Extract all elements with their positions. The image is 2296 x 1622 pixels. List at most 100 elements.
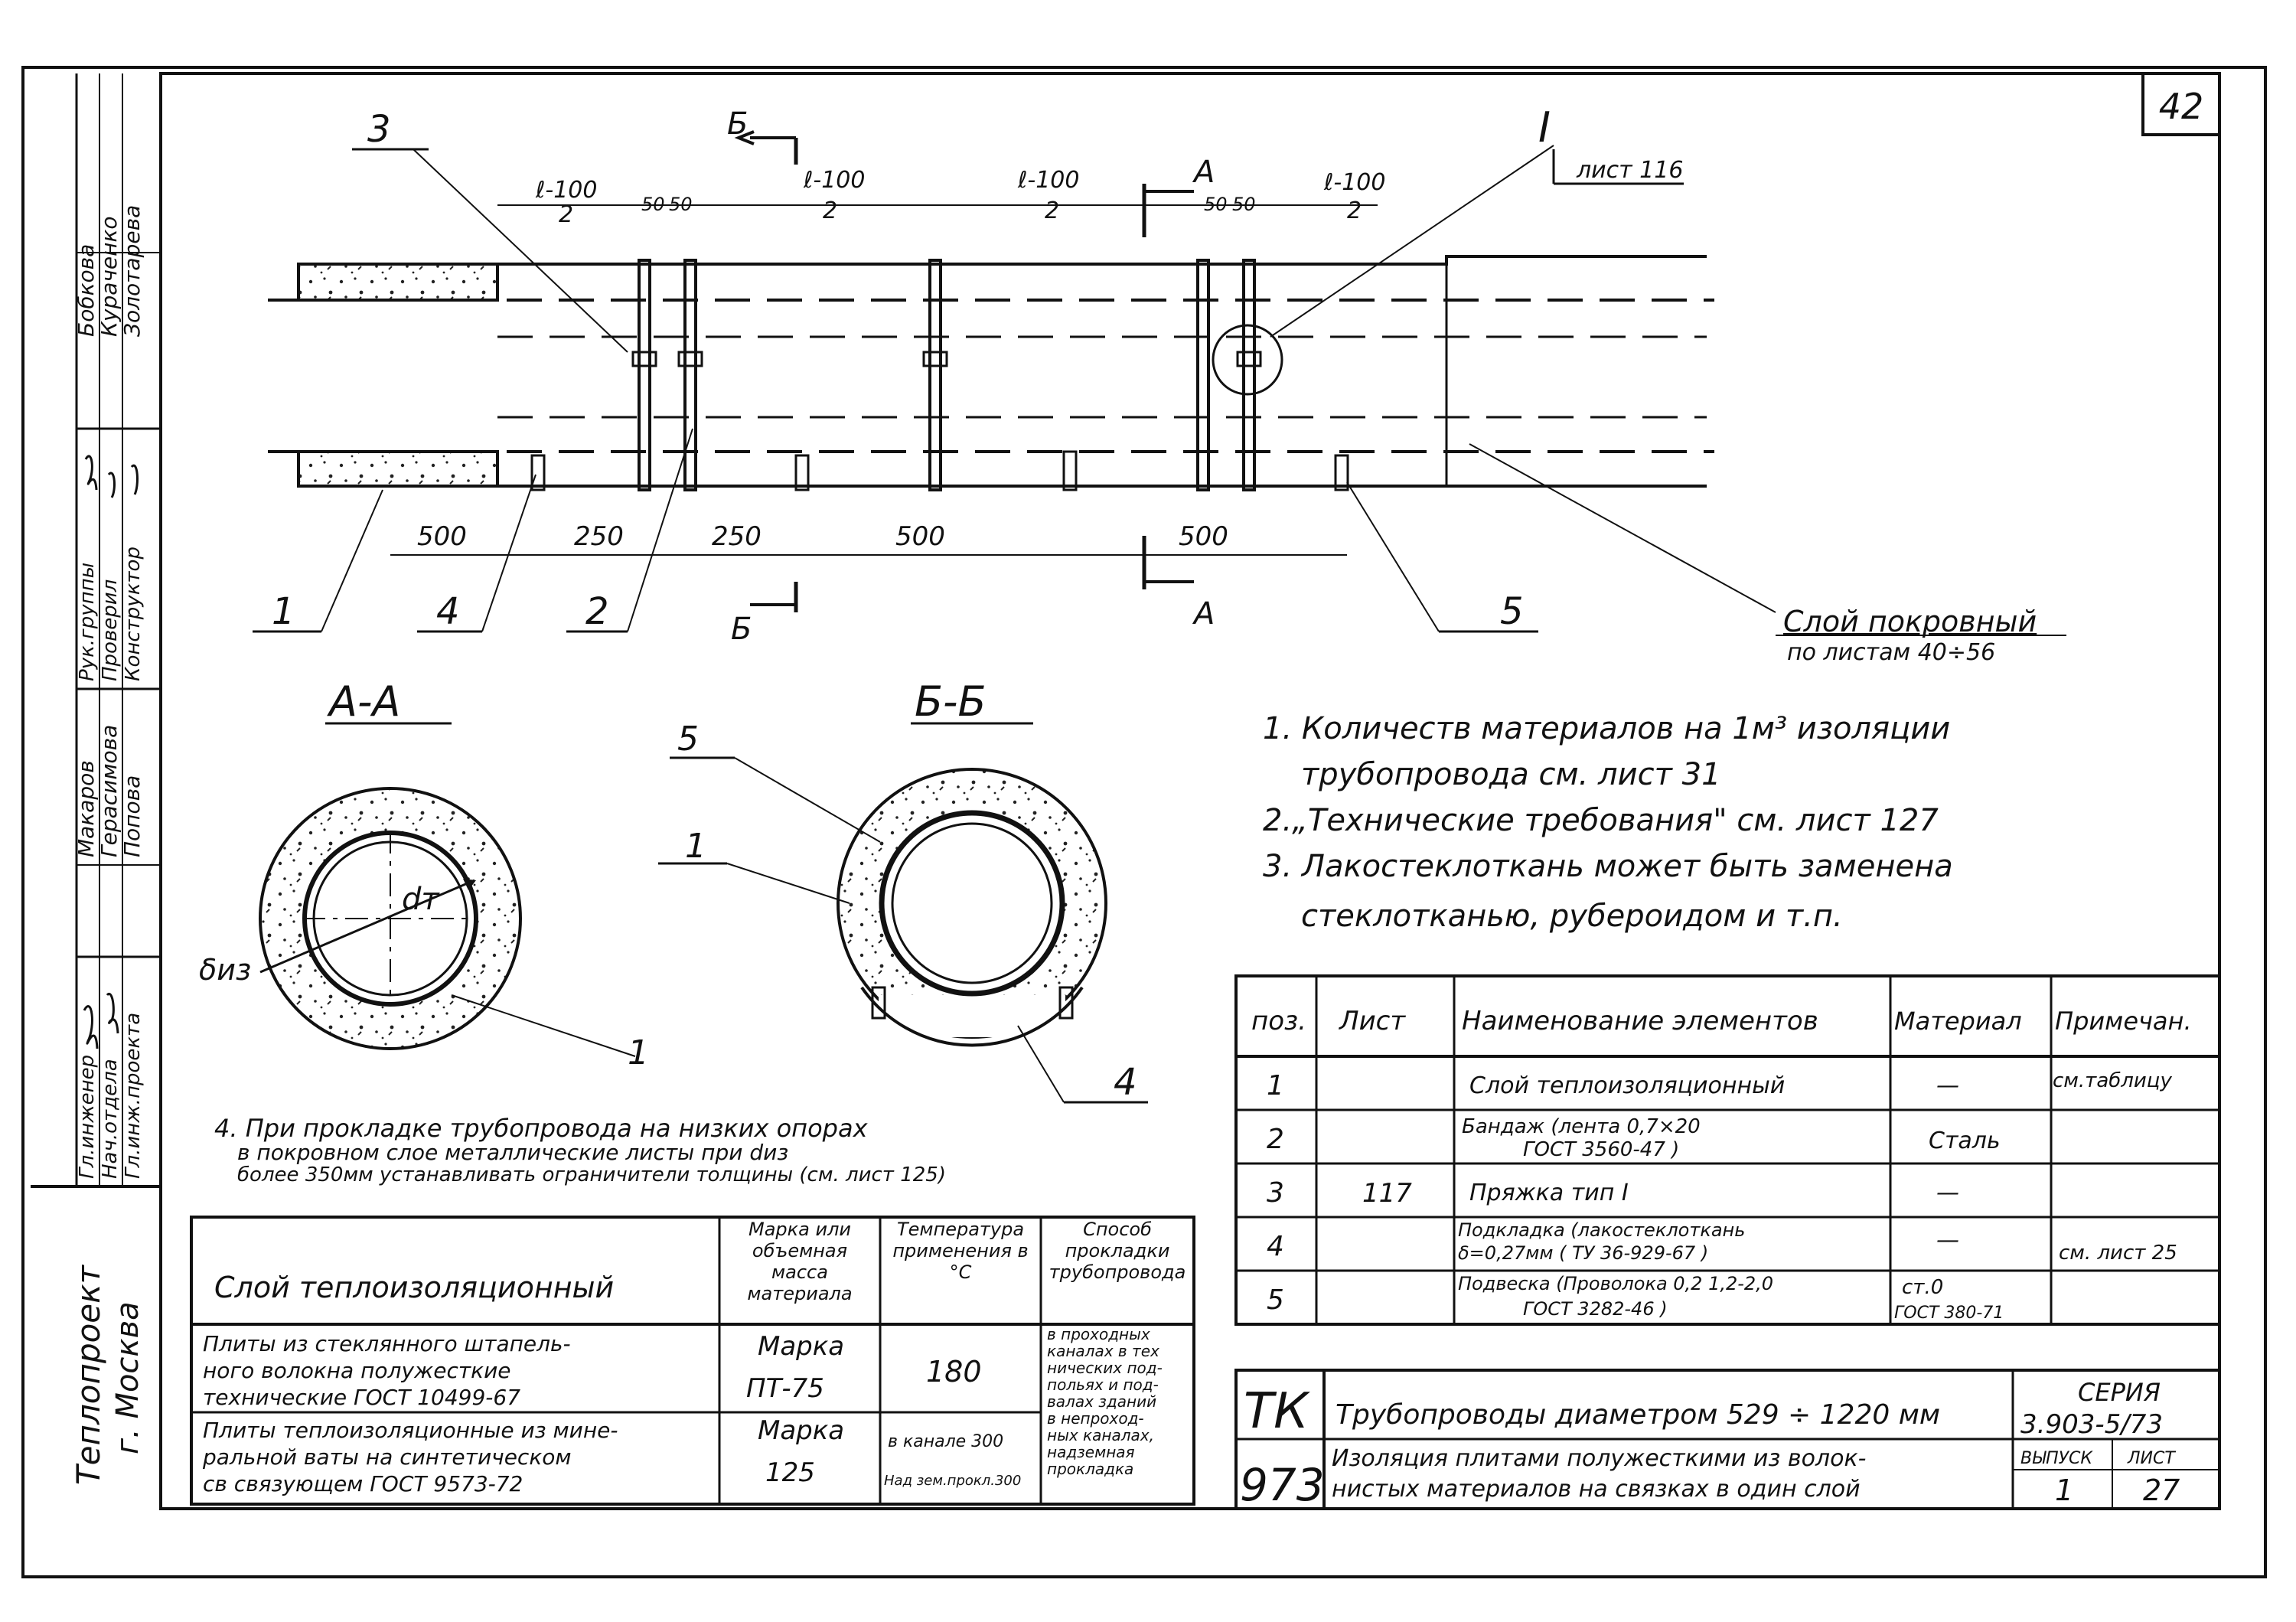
sig-role-4: Рук.группы — [76, 563, 99, 681]
spec-mat2: ГОСТ 380-71 — [1894, 1304, 2004, 1323]
spec-header: Примечан. — [2055, 1007, 2192, 1036]
callout-5: 5 — [1500, 590, 1524, 633]
method-line: польях и под- — [1047, 1376, 1159, 1394]
spec-pos: 2 — [1267, 1124, 1284, 1155]
layer-mark: ПТ-75 — [746, 1373, 824, 1404]
spec-name: Пряжка тип I — [1469, 1180, 1629, 1206]
sig-name-6: Золотарева — [119, 205, 145, 337]
method-line: каналах в тех — [1047, 1342, 1159, 1360]
detail-mark-label: I — [1538, 103, 1551, 152]
sig-role-3: Гл.инж.проекта — [122, 1013, 145, 1179]
spec-name2: ГОСТ 3282-46 ) — [1523, 1298, 1668, 1320]
note-1b: трубопровода см. лист 31 — [1301, 757, 1721, 792]
signature-scribble — [107, 472, 116, 498]
cut-a-bottom: А — [1192, 596, 1215, 632]
spec-header: Наименование элементов — [1462, 1006, 1818, 1036]
spec-pos: 5 — [1267, 1284, 1284, 1316]
section-aa-title: А-А — [327, 677, 400, 726]
spec-header: Материал — [1894, 1007, 2022, 1036]
tk-mark: ТК — [1244, 1383, 1310, 1440]
sheet-number: 42 — [2159, 86, 2204, 127]
method-line: ных каналах, — [1047, 1426, 1154, 1444]
callout-4: 4 — [436, 590, 460, 633]
signature-scribble — [106, 992, 119, 1034]
method-line: в проходных — [1047, 1325, 1150, 1343]
callout-3: 3 — [367, 108, 391, 151]
layer-mark: Марка — [758, 1415, 844, 1446]
callouts-elevation: 3 1 4 2 5 Слой покровный по листам 40÷56 — [253, 108, 2066, 666]
issue-value: 1 — [2055, 1474, 2073, 1507]
signature-scribble — [83, 1005, 99, 1049]
note-3a: 3. Лакостеклоткань может быть заменена — [1263, 849, 1953, 884]
note-4c: более 350мм устанавливать ограничители т… — [237, 1163, 946, 1186]
layer-header: Слой теплоизоляционный — [214, 1271, 614, 1304]
sig-name-2: Герасимова — [96, 725, 122, 857]
spec-note: см.таблицу — [2053, 1069, 2172, 1092]
dim-top: ℓ-100 — [803, 167, 865, 194]
spec-name: Подкладка (лакостеклоткань — [1458, 1219, 1745, 1241]
callout-1-bb: 1 — [685, 827, 706, 866]
method-line: нических под- — [1047, 1359, 1163, 1377]
tk-code: 973 — [1240, 1459, 1325, 1511]
sig-name-1: Макаров — [73, 760, 99, 857]
series-label: СЕРИЯ — [2078, 1378, 2161, 1407]
method-line: в непроход- — [1047, 1409, 1144, 1428]
detail-mark: I лист 116 — [1270, 103, 1684, 338]
layer-header: Способ прокладки трубопровода — [1049, 1219, 1186, 1283]
dim-top: 2 — [1347, 197, 1362, 224]
method-line: валах зданий — [1047, 1392, 1156, 1411]
layer-temp: в канале 300 — [888, 1432, 1003, 1451]
sheet-number-box — [2141, 72, 2221, 136]
callout-5-bb: 5 — [677, 720, 699, 759]
layer-method: в проходных каналах в тех нических под- … — [1047, 1325, 1163, 1478]
title-block: ТК 973 Трубопроводы диаметром 529 ÷ 1220… — [1234, 1369, 2221, 1511]
note-4b: в покровном слое металлические листы при… — [237, 1140, 788, 1165]
org-city: г. Москва — [110, 1301, 145, 1454]
dim-bottom: 500 — [895, 521, 945, 552]
dim-top: 50 — [669, 194, 693, 215]
dim-top: 50 — [641, 194, 665, 215]
note-2: 2.„Технические требования" см. лист 127 — [1263, 803, 1939, 838]
layer-mark: 125 — [765, 1457, 815, 1488]
note-4a: 4. При прокладке трубопровода на низких … — [214, 1114, 869, 1143]
series-value: 3.903-5/73 — [2020, 1409, 2163, 1440]
spec-name: Слой теплоизоляционный — [1469, 1072, 1785, 1099]
spec-pos: 3 — [1267, 1177, 1284, 1209]
layer-desc: Плиты теплоизоляционные из мине- — [203, 1418, 618, 1443]
sig-role-6: Конструктор — [122, 547, 145, 681]
spec-mat: Сталь — [1929, 1128, 2001, 1154]
dim-top: ℓ-100 — [535, 177, 597, 204]
section-b-b: Б-Б 5 1 4 — [658, 677, 1148, 1104]
section-cut-marks: Б Б А А — [727, 106, 1215, 647]
diz-label: δиз — [199, 953, 251, 987]
cover-layer-ref: по листам 40÷56 — [1787, 639, 1995, 666]
spec-name2: δ=0,27мм ( ТУ 36-929-67 ) — [1458, 1242, 1708, 1264]
list-label: ЛИСТ — [2127, 1449, 2176, 1468]
sig-role-5: Проверил — [99, 579, 122, 681]
spec-pos: 4 — [1267, 1231, 1284, 1262]
sig-name-5: Кураченко — [96, 217, 122, 338]
spec-mat: ст.0 — [1902, 1276, 1943, 1299]
list-value: 27 — [2143, 1474, 2180, 1507]
section-bb-title: Б-Б — [915, 677, 987, 726]
note-3b: стеклотканью, рубероидом и т.п. — [1301, 899, 1843, 934]
callout-1-aa: 1 — [628, 1033, 649, 1072]
spec-mat: — — [1936, 1072, 1959, 1099]
method-line: надземная — [1047, 1443, 1135, 1461]
dt-label: dт — [402, 882, 440, 917]
cover-layer-label: Слой покровный — [1783, 605, 2037, 638]
layer-header: Температура применения в °С — [892, 1219, 1029, 1283]
dimensions-bottom: 500 250 250 500 500 — [390, 521, 1347, 556]
layer-table: Слой теплоизоляционный Марка или объемна… — [190, 1216, 1195, 1506]
sig-role-1: Гл.инженер — [76, 1055, 99, 1179]
dim-top: ℓ-100 — [1017, 167, 1079, 194]
dim-top: 50 — [1232, 194, 1256, 215]
spec-header: Лист — [1338, 1006, 1406, 1036]
layer-temp2: Над зем.прокл.300 — [884, 1473, 1021, 1489]
org-name: Теплопроект — [70, 1264, 107, 1485]
pipe-elevation — [268, 255, 1714, 491]
layer-desc: ного волокна полужесткие — [203, 1358, 511, 1383]
signature-strip: Гл.инженер Нач.отдела Гл.инж.проекта Мак… — [31, 73, 162, 1509]
dim-top: 2 — [559, 201, 573, 228]
